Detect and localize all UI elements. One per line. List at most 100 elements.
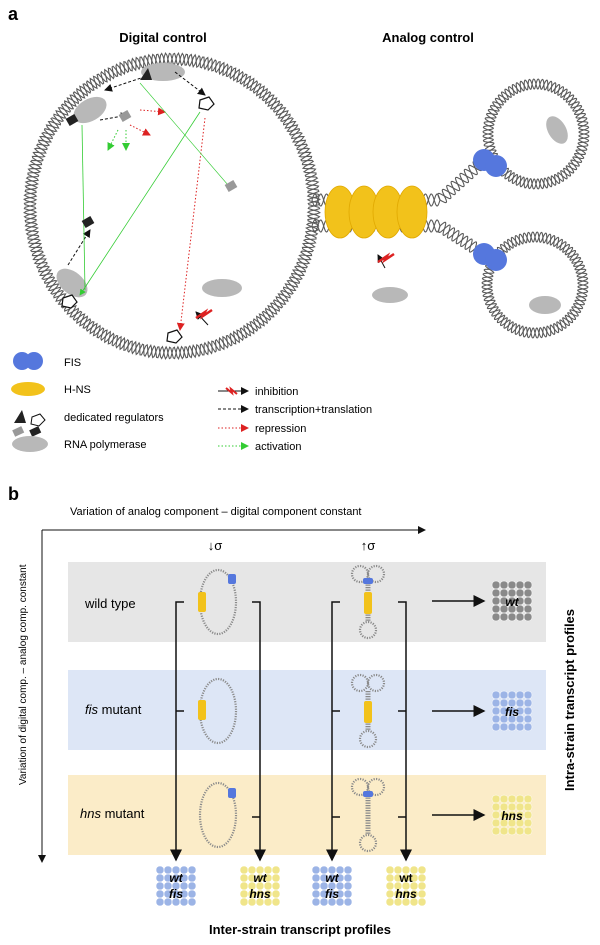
activation-line: [81, 124, 86, 291]
regulator-square-right: [224, 180, 238, 192]
dna-main-loop-strand: [23, 52, 321, 360]
dna-branch-up: [437, 159, 487, 201]
intra-profile-wt-dot: [515, 612, 525, 622]
hns-cluster: [324, 185, 428, 239]
intra-profile-wt-dot: [523, 612, 533, 622]
regulator-pentagon-bottom: [166, 329, 183, 344]
legend-rnap-icon: [12, 436, 48, 452]
dna-right-top-loop: [482, 78, 590, 190]
lightning-left: [195, 308, 213, 320]
dna-right-top-loop-strand: [482, 78, 590, 190]
regulator-square-inner: [81, 216, 95, 228]
inter-profile-2-dot: [343, 873, 353, 883]
rnap-right-bottom: [529, 296, 561, 314]
intra-profile-hns-label: hns: [501, 809, 523, 823]
inter-profile-2-dot: [343, 897, 353, 907]
intra-profile-hns-dot: [491, 818, 501, 828]
inter-profile-1-dot: [239, 897, 249, 907]
intra-profile-wt-dot: [523, 580, 533, 590]
bracket-col2: [252, 601, 266, 862]
intra-profile-fis-label: fis: [505, 705, 519, 719]
bracket-col4: [398, 601, 412, 862]
intra-profile-fis-dot: [491, 714, 501, 724]
intra-profile-wt-dot: [491, 612, 501, 622]
bottom-profile-3-top: wt: [325, 871, 339, 885]
bottom-profile-4-top: wt: [398, 871, 412, 885]
plecto-1-lobe-right: [366, 673, 386, 693]
bracket-lines: [170, 601, 412, 862]
inter-profile-1-dot: [239, 889, 249, 899]
panel-b-letter: b: [8, 484, 19, 504]
legend-left: FIS H-NS dedicated regulators RNA polyme…: [11, 352, 164, 452]
legend-regulators-label: dedicated regulators: [64, 412, 164, 424]
loop0-hns: [198, 592, 206, 612]
plecto-1-lobe-left: [350, 673, 370, 693]
transcription-arrow-4: [67, 229, 91, 266]
inter-profile-3-dot: [417, 897, 427, 907]
legend-hns-label: H-NS: [64, 384, 91, 396]
inter-profile-3-dot: [385, 865, 395, 875]
activation-arrow-1: [107, 129, 119, 151]
rnap-left-top: [73, 96, 107, 124]
inter-profile-2-dot: [311, 889, 321, 899]
inter-profile-0-dot: [187, 889, 197, 899]
intra-profile-hns-dot: [491, 810, 501, 820]
plecto-2-lobe-left: [350, 777, 370, 797]
legend-rnap-label: RNA polymerase: [64, 439, 147, 451]
intra-profile-hns-dot: [491, 794, 501, 804]
bottom-profile-1-bottom: fis: [169, 887, 183, 901]
intra-profile-wt-dot: [491, 588, 501, 598]
repression-arrow-3: [176, 117, 206, 331]
inter-profile-0: [155, 865, 197, 907]
legend-inhibition-bolt: [225, 386, 238, 396]
inter-profile-2-dot: [311, 881, 321, 891]
inter-profile-0-dot: [155, 897, 165, 907]
intra-profile-hns-dot: [491, 826, 501, 836]
relaxed-loop-0: [198, 568, 238, 636]
intra-profile-hns-dot: [507, 794, 517, 804]
intra-profile-fis-dot: [507, 722, 517, 732]
inter-profile-1-dot: [271, 865, 281, 875]
legend-fis-label: FIS: [64, 357, 81, 369]
loop2-fis: [228, 788, 236, 798]
regulator-square-left: [65, 114, 79, 126]
inter-profile-3-dot: [385, 897, 395, 907]
intra-profile-fis-dot: [491, 698, 501, 708]
inter-profile-2-dot: [311, 865, 321, 875]
legend-transcription-label: transcription+translation: [255, 404, 372, 416]
inter-profile-0-dot: [155, 873, 165, 883]
legend-reg-triangle: [14, 410, 26, 423]
intra-profile-fis-dot: [491, 690, 501, 700]
band-fis-mutant: [68, 670, 546, 750]
intra-profile-fis-dot: [523, 706, 533, 716]
intra-profile-hns-dot: [491, 802, 501, 812]
intra-profile-wt-dot: [499, 612, 509, 622]
inter-profile-1-dot: [239, 865, 249, 875]
intra-arrows: [432, 595, 486, 821]
inhibition-arrow-right: [377, 254, 386, 269]
analog-control-title: Analog control: [382, 30, 474, 45]
plecto-0-hns: [364, 592, 372, 614]
intra-profile-fis-dot: [515, 690, 525, 700]
loop1-hns: [198, 700, 206, 720]
legend-hns-icon: [11, 382, 45, 396]
inter-profile-0-dot: [187, 865, 197, 875]
inter-profile-1-dot: [271, 873, 281, 883]
intra-strain-title: Intra-strain transcript profiles: [562, 609, 577, 791]
inter-profile-2-dot: [343, 881, 353, 891]
inter-profile-3-dot: [385, 881, 395, 891]
inter-profile-0-dot: [187, 873, 197, 883]
legend-reg-square-a: [12, 426, 25, 437]
inter-profile-0-dot: [187, 881, 197, 891]
intra-profile-fis-dot: [491, 722, 501, 732]
intra-profile-hns-dot: [515, 794, 525, 804]
regulator-triangle-top: [140, 68, 152, 80]
sigma-down: ↓σ: [208, 538, 223, 553]
inter-profile-2-dot: [311, 897, 321, 907]
plecto-2-lobe-right: [366, 777, 386, 797]
rnap-group: [56, 63, 568, 314]
plecto-2-lobe-bottom: [358, 833, 378, 853]
intra-profile-fis-dot: [523, 714, 533, 724]
bracket-col3: [326, 601, 340, 862]
